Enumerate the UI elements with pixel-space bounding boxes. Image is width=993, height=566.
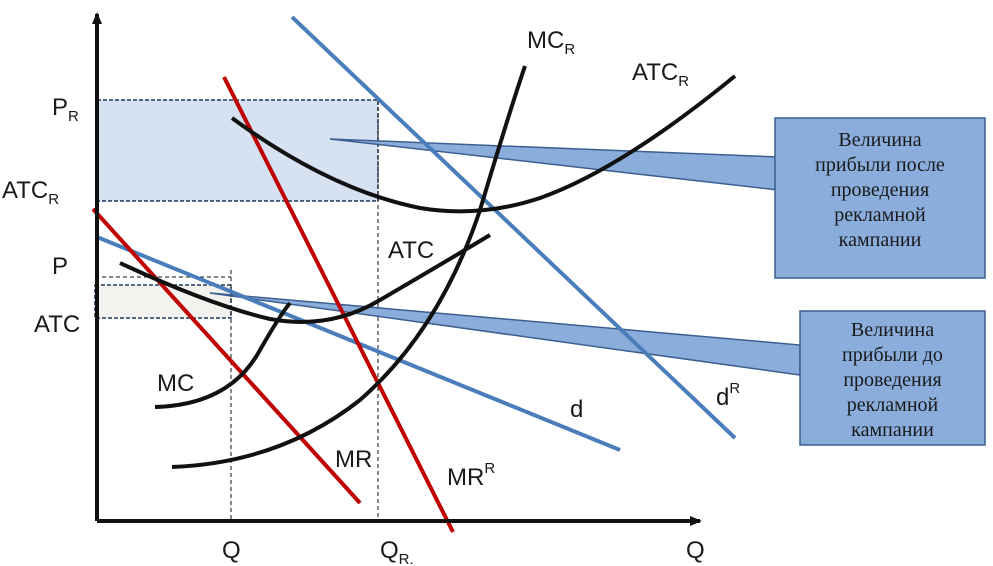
y-label-pr: PR: [52, 94, 79, 125]
label-mc: MC: [157, 370, 194, 397]
mc-r-curve: [171, 65, 527, 469]
label-atc-r: ATCR: [632, 59, 689, 90]
x-axis-label: Q: [686, 537, 705, 564]
mr-line: [91, 207, 362, 505]
x-tick-q: Q: [222, 537, 241, 564]
y-label-atc: ATC: [34, 311, 80, 338]
profit-area-after: [96, 99, 379, 202]
label-mr: MR: [335, 446, 372, 473]
label-atc: ATC: [388, 237, 434, 264]
y-label-atcr: ATCR: [2, 177, 59, 208]
label-dr: dR: [716, 380, 740, 411]
mc-curve: [154, 301, 292, 409]
callout-box-after: [774, 117, 986, 279]
callout-text-before: Величина прибыли до проведения рекламной…: [842, 319, 943, 441]
label-mr-r: MRR: [447, 460, 495, 491]
callout-text-after: Величина прибыли после проведения реклам…: [815, 129, 945, 251]
callout-pointer-before: [209, 292, 801, 376]
y-label-p: P: [52, 253, 68, 280]
callout-box-before: [799, 310, 986, 446]
callout-pointer-after: [329, 138, 779, 191]
atc-curve: [119, 233, 492, 324]
demand-line-dr: [290, 15, 737, 440]
mr-r-line: [222, 76, 455, 533]
label-mc-r: MCR: [527, 27, 575, 58]
label-d: d: [570, 396, 583, 423]
atc-r-curve: [230, 74, 737, 214]
x-tick-qr: QR.: [380, 537, 414, 566]
